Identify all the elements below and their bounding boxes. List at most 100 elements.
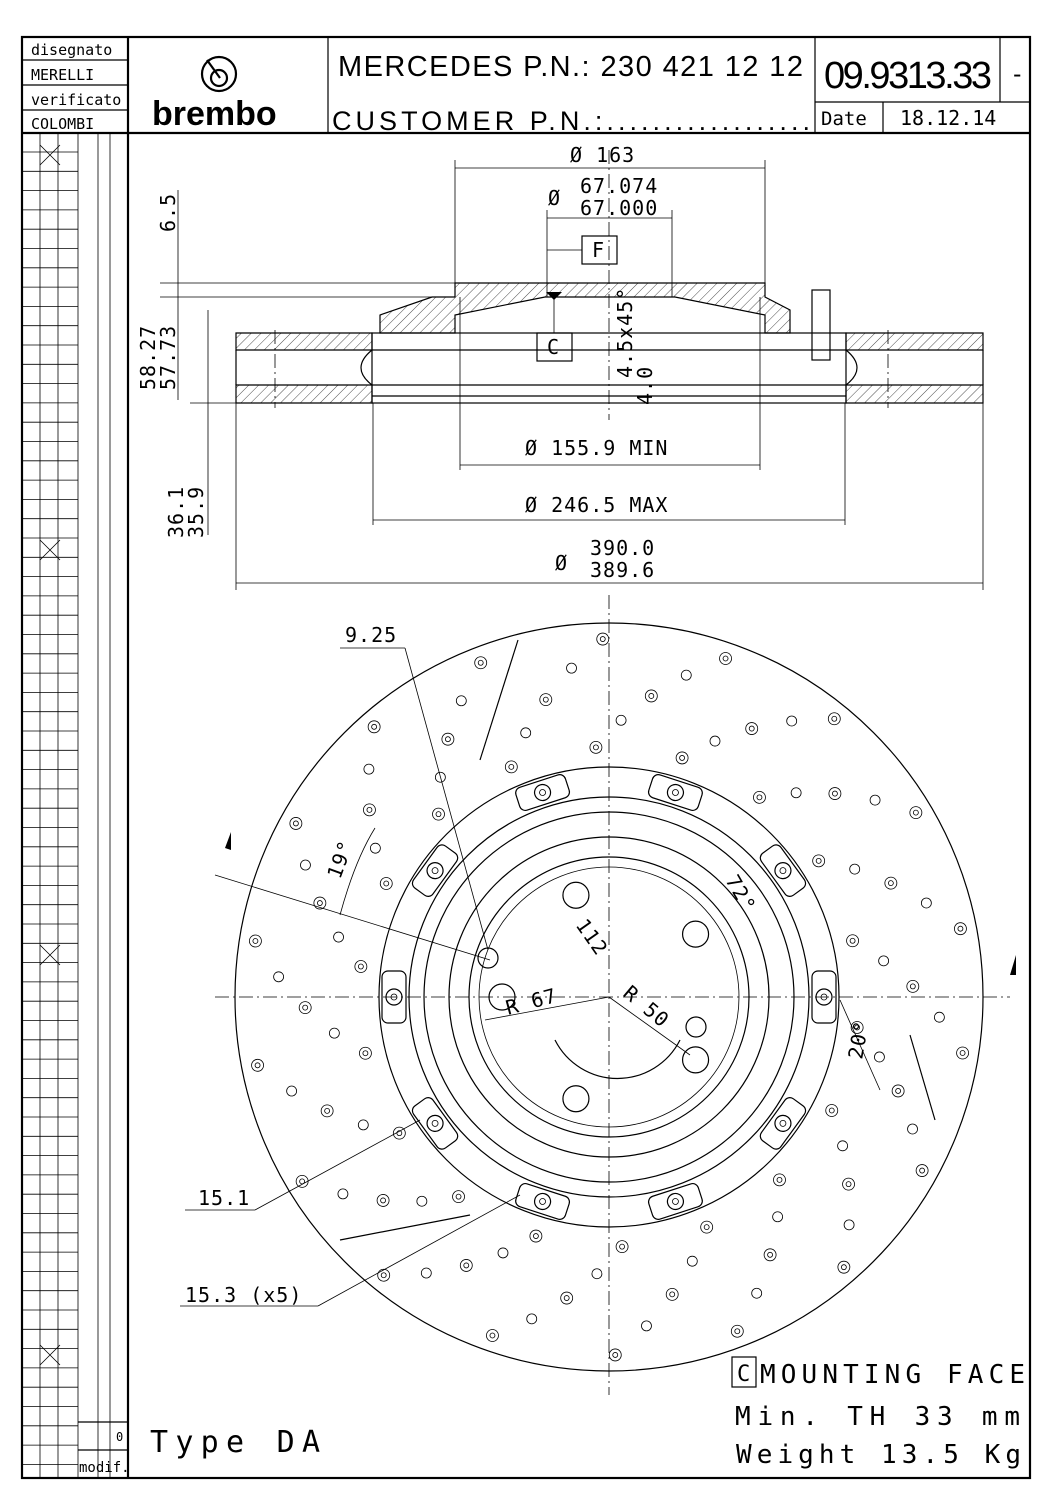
drill-hole [333,931,344,943]
drill-hole [909,806,923,820]
cross-mark [39,144,61,166]
drill-hole [641,1320,652,1332]
wheel-bolt-hole [681,1046,710,1074]
date-label: Date [821,108,867,130]
drill-hole-center [895,1088,902,1094]
drill-hole [363,803,376,817]
drill-hole [827,712,841,726]
drill-hole [675,751,689,765]
drill-hole [455,695,467,707]
drill-hole [828,787,842,800]
drill-hole-center [669,1291,676,1298]
drill-hole [295,1174,309,1188]
drill-hole-center [383,880,390,887]
pcd-112: 112 [571,914,613,960]
drill-hole [884,876,898,890]
drill-hole [680,669,692,681]
wheel-bolt-holes [477,881,710,1113]
drill-hole-center [362,1050,369,1057]
drill-hole-center [832,790,838,797]
drill-hole-center [599,636,606,642]
part-number: 09.9313.33 [824,55,992,97]
drill-hole [497,1247,509,1259]
bobbin-pin [815,988,833,1006]
revision-strip [22,133,128,1478]
drill-hole-center [959,1050,966,1056]
drill-hole [377,1268,391,1282]
note-datum-c: C [737,1362,750,1387]
drill-hole-center [396,1130,403,1137]
drill-hole [591,1268,603,1280]
modif-index: 0 [116,1430,123,1444]
drill-hole [745,722,759,735]
bobbin-pin-center [779,1119,787,1127]
drill-hole-center [302,1004,309,1011]
bobbin-pin-center [779,867,787,875]
customer-part-number: CUSTOMER P.N.:.................. [332,106,810,136]
dim-246-max: Ø 246.5 MAX [525,493,668,517]
cross-mark [39,539,61,561]
drill-hole [359,1046,372,1060]
dim-15-3: 15.3 (x5) [185,1283,302,1307]
drill-hole [379,877,393,890]
front-view: 9.25 19° 72° 112 R 67 R 50 20° 15.1 15.3… [180,595,1016,1395]
drill-hole [933,1011,945,1023]
note-weight: Weight 13.5 Kg [736,1440,1021,1470]
drill-hole [504,760,518,774]
drill-hole-center [593,744,599,751]
drill-hole [891,1084,905,1098]
bobbin-pin [774,1114,792,1132]
drill-hole [560,1291,574,1305]
drill-hole-center [776,1176,783,1183]
bobbin [759,844,807,897]
drill-hole-center [815,857,822,864]
wheel-bolt-hole [681,920,710,948]
drill-hole-center [477,659,484,666]
bobbin-body [759,844,807,897]
dim-15-1: 15.1 [198,1186,250,1210]
date: 18.12.14 [900,106,996,130]
drill-hole [286,1085,298,1097]
drill-hole [615,714,627,726]
bobbin [811,970,837,1024]
drill-hole [842,1177,855,1191]
dim-outer-min: 389.6 [590,558,655,582]
drill-hole-center [854,1024,861,1031]
note-min-thickness: Min. TH 33 mm [735,1402,1020,1432]
bobbin-body [515,774,571,812]
bobbin-pin [426,862,444,880]
drill-hole-center [292,820,299,827]
drill-hole [357,1119,369,1131]
drill-hole [367,720,381,734]
dim-thickness-max: 36.1 [164,486,188,538]
drill-hole-center [380,1272,387,1279]
disc-outer-edge [234,622,984,1372]
drill-hole [486,1329,499,1342]
drill-hole [337,1188,349,1200]
revision: - [1010,60,1024,88]
dim-inner-min: Ø 155.9 MIN [525,436,668,460]
bobbin-body [647,774,703,812]
drill-hole [825,1104,839,1117]
drill-hole-center [252,938,259,944]
dim-thickness-min: 35.9 [184,486,208,538]
note-type: Type DA [150,1425,320,1460]
bobbin [381,970,407,1024]
drill-hole-center [722,655,729,662]
drill-hole [644,689,658,703]
bobbin [647,1182,703,1220]
bobbin-body [759,1097,807,1150]
dim-bore-min: 67.000 [580,196,658,220]
drill-hole [906,979,920,993]
drill-hole [300,859,311,871]
drill-hole-center [957,925,964,932]
drill-hole-center [849,937,856,944]
drill-hole [432,807,445,821]
drill-hole [850,1021,864,1034]
dim-chamfer-1: 4.5x45° [613,287,637,378]
drill-hole [249,934,262,948]
bobbin-pin-center [820,993,828,1001]
modif-label: modif. [79,1460,130,1476]
drill-hole [790,787,802,799]
drill-hole-center [380,1197,386,1204]
